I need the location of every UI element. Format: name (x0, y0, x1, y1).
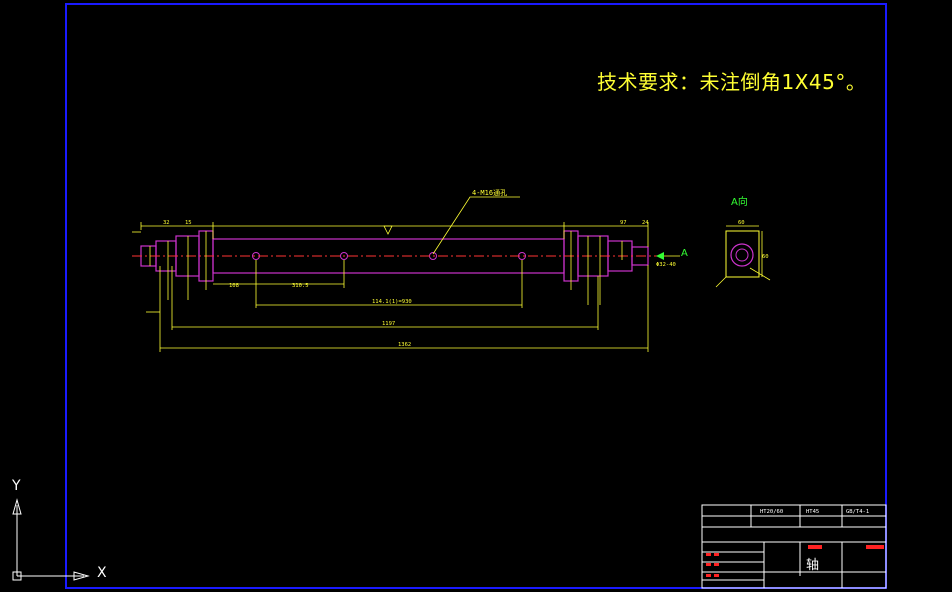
dim-left-32: 32 (163, 220, 170, 226)
ucs-x-label: X (97, 565, 107, 581)
section-mark (383, 225, 393, 235)
direction-arrow-label: A (681, 248, 688, 259)
dim-dia-right: Φ32-40 (656, 262, 676, 268)
dim-right-24: 24 (642, 220, 649, 226)
tb-row1-right: GB/T4-1 (846, 509, 869, 515)
technical-requirements-note: 技术要求：未注倒角1X45°。 (597, 70, 867, 94)
ucs-icon (12, 498, 90, 581)
view-a-label: A向 (731, 197, 748, 208)
dim-holes-total: 114.1(1)=930 (372, 299, 412, 305)
title-block (701, 504, 887, 589)
view-a (715, 225, 771, 288)
dim-overall: 1362 (398, 342, 411, 348)
title-block-marks (706, 545, 884, 577)
dim-body: 1197 (382, 321, 395, 327)
callout-leader (432, 196, 520, 255)
dim-start-offset: 108 (229, 283, 239, 289)
tb-row1-mid: HT45 (806, 509, 819, 515)
drawing-frame (65, 3, 887, 589)
dim-right-97: 97 (620, 220, 627, 226)
dim-view-width: 60 (738, 220, 745, 226)
dim-hole-spacing: 310.5 (292, 283, 309, 289)
thread-callout-label: 4-M16通孔 (472, 189, 508, 197)
tb-row1-left: HT20/60 (760, 509, 783, 515)
dimension-lines (132, 222, 680, 352)
part-name: 轴 (806, 558, 820, 573)
dim-left-15: 15 (185, 220, 192, 226)
dim-view-height: 60 (762, 254, 769, 260)
ucs-y-label: Y (12, 478, 21, 494)
